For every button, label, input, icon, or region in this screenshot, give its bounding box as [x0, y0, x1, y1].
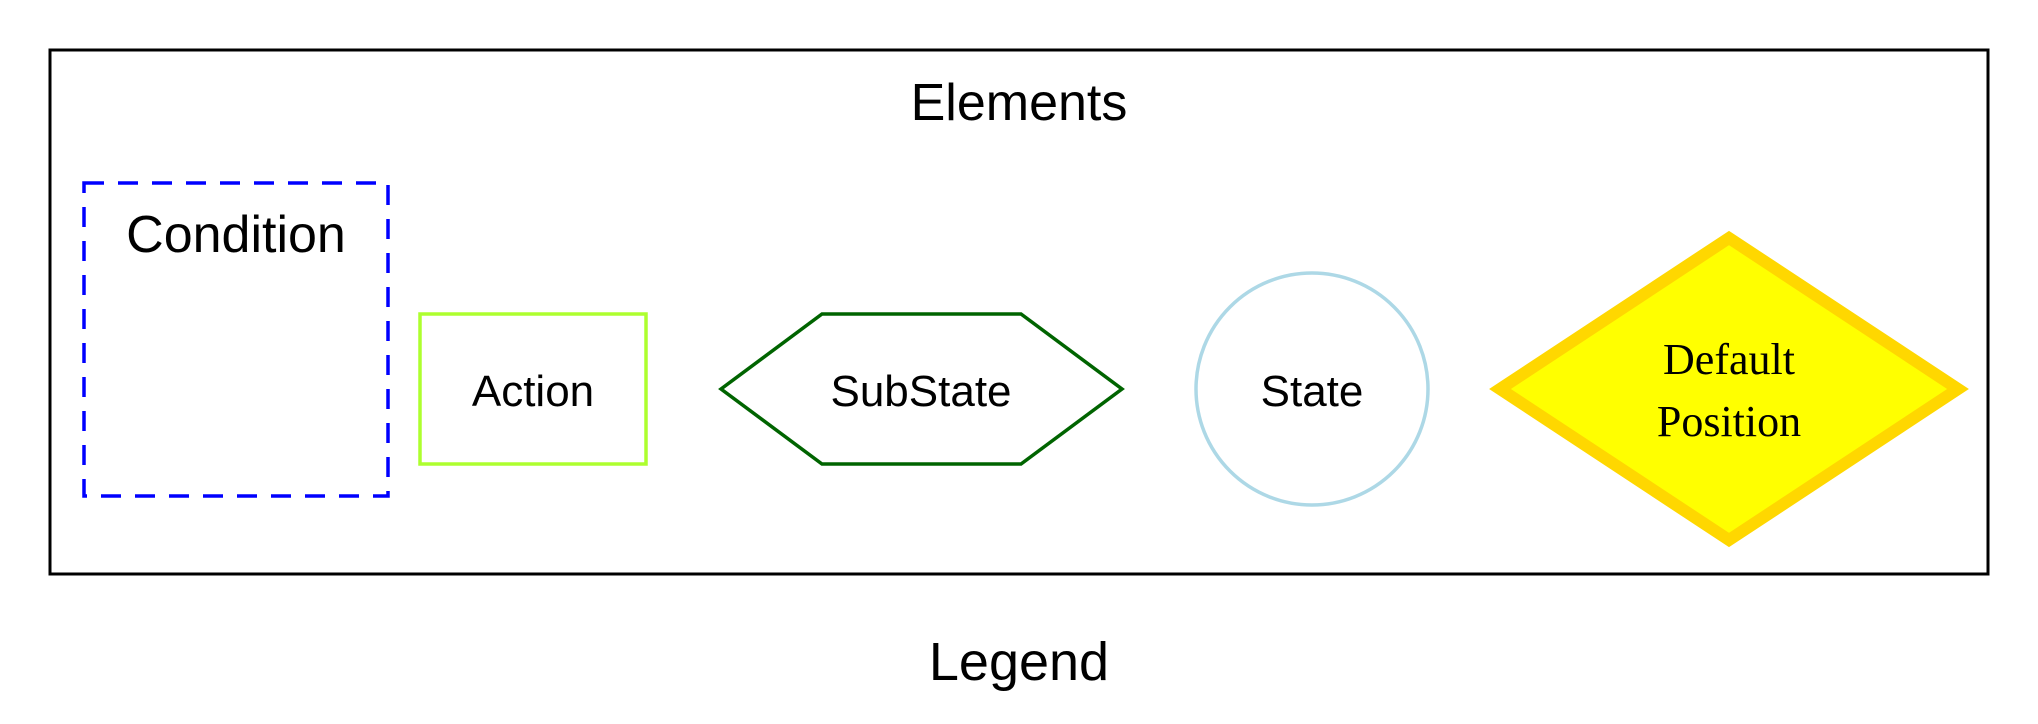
state-node-shape	[1194, 271, 1430, 507]
condition-node-shape	[82, 181, 390, 498]
substate-node-label: SubState	[830, 367, 1011, 416]
default-position-node-shape	[1489, 230, 1969, 548]
default-position-node-label-line1: Default	[1663, 335, 1795, 384]
elements-cluster-title: Elements	[911, 74, 1128, 132]
action-node-shape	[418, 312, 648, 466]
state-node-label: State	[1261, 367, 1364, 416]
legend-graph-label: Legend	[929, 632, 1109, 692]
action-node-label: Action	[472, 367, 594, 416]
condition-node-label: Condition	[126, 206, 346, 264]
default-position-node-label-line2: Position	[1657, 397, 1801, 446]
substate-node-shape	[718, 312, 1125, 466]
